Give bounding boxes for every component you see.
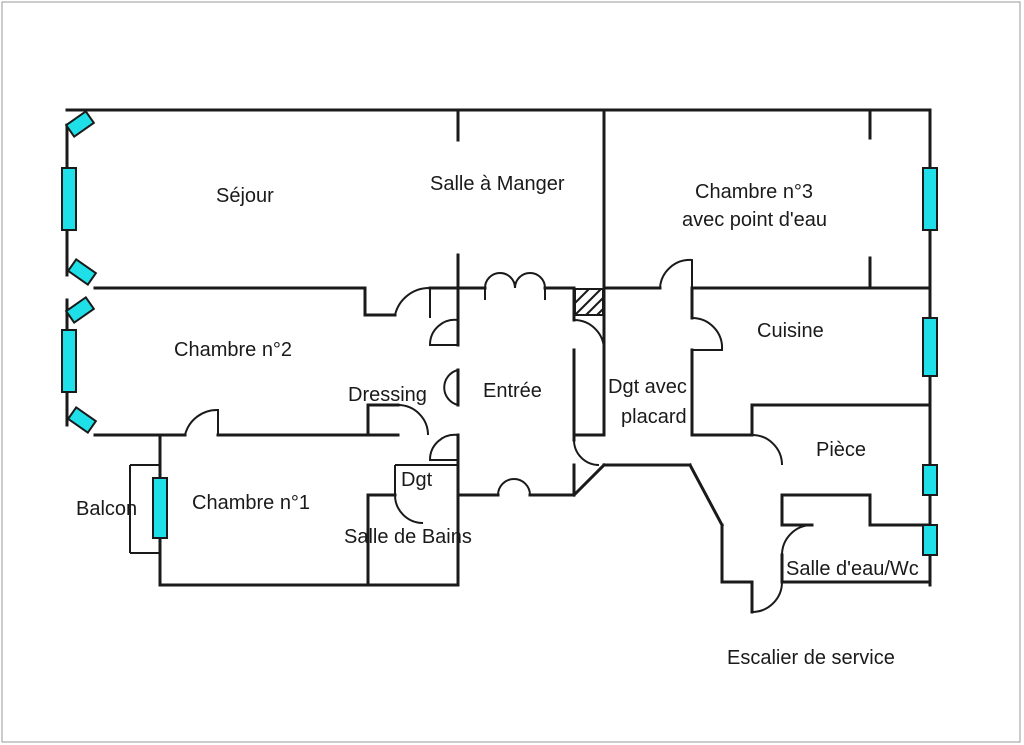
label-escalier: Escalier de service bbox=[727, 647, 895, 669]
label-balcon: Balcon bbox=[76, 498, 137, 520]
label-dgt-placard-sub: placard bbox=[621, 406, 687, 428]
windows bbox=[61, 109, 938, 556]
label-sejour: Séjour bbox=[216, 185, 274, 207]
label-salle-a-manger: Salle à Manger bbox=[430, 173, 565, 195]
label-cuisine: Cuisine bbox=[757, 320, 824, 342]
label-chambre1: Chambre n°1 bbox=[192, 492, 310, 514]
label-chambre3-sub: avec point d'eau bbox=[682, 209, 827, 231]
label-piece: Pièce bbox=[816, 439, 866, 461]
label-chambre3: Chambre n°3 bbox=[695, 181, 813, 203]
label-salle-eau-wc: Salle d'eau/Wc bbox=[786, 558, 919, 580]
doors bbox=[184, 258, 813, 613]
room-labels: Séjour Salle à Manger Chambre n°3 avec p… bbox=[76, 173, 919, 669]
label-dgt-placard: Dgt avec bbox=[608, 376, 687, 398]
label-entree: Entrée bbox=[483, 380, 542, 402]
label-dressing: Dressing bbox=[348, 384, 427, 406]
label-chambre2: Chambre n°2 bbox=[174, 339, 292, 361]
label-salle-de-bains: Salle de Bains bbox=[344, 526, 472, 548]
column-hatch bbox=[574, 288, 604, 316]
walls bbox=[65, 108, 932, 614]
label-dgt: Dgt bbox=[401, 469, 433, 491]
